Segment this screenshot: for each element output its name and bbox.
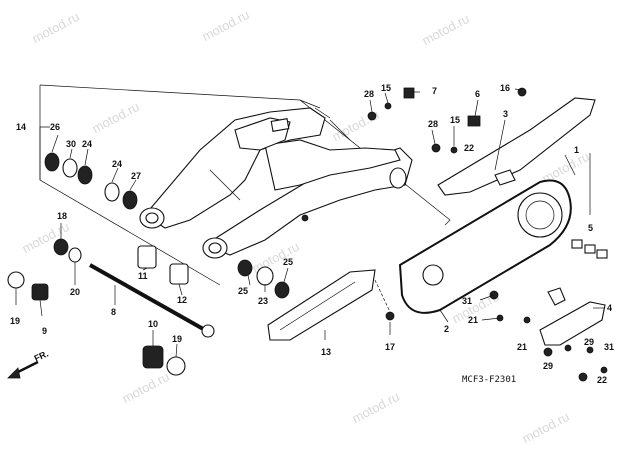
- callout-19: 19: [172, 334, 183, 344]
- callout-2: 2: [444, 324, 450, 334]
- swingarm: [139, 107, 413, 259]
- diagram-code: MCF3-F2301: [462, 375, 517, 385]
- callout-19: 19: [10, 316, 21, 326]
- callout-22: 22: [597, 375, 608, 385]
- callout-18: 18: [57, 211, 68, 221]
- pivot-bolt: [89, 263, 215, 338]
- callout-3: 3: [503, 109, 509, 119]
- sprocket-cover: [539, 287, 606, 346]
- callout-17: 17: [385, 342, 396, 352]
- callout-5: 5: [588, 223, 594, 233]
- callout-31: 31: [462, 296, 473, 306]
- callout-6: 6: [475, 89, 481, 99]
- callout-22: 22: [464, 143, 475, 153]
- callout-31: 31: [604, 342, 615, 352]
- chain-slider: [267, 269, 391, 341]
- callout-25: 25: [238, 286, 249, 296]
- callout-21: 21: [468, 315, 479, 325]
- front-arrow: [7, 360, 39, 379]
- callout-15: 15: [381, 83, 392, 93]
- callout-11: 11: [138, 271, 148, 281]
- callout-14: 14: [16, 122, 27, 132]
- callout-8: 8: [111, 307, 117, 317]
- callout-12: 12: [177, 295, 188, 305]
- callout-21: 21: [517, 342, 528, 352]
- callout-24: 24: [112, 159, 123, 169]
- chain-joint: [571, 239, 608, 259]
- callout-20: 20: [70, 287, 81, 297]
- callout-29: 29: [584, 337, 595, 347]
- drive-chain: [398, 179, 572, 314]
- leader-lines: [15, 88, 605, 358]
- callout-23: 23: [258, 296, 269, 306]
- callout-30: 30: [66, 139, 77, 149]
- callout-28: 28: [428, 119, 439, 129]
- callout-27: 27: [131, 171, 142, 181]
- callout-29: 29: [543, 361, 554, 371]
- callout-15: 15: [450, 115, 461, 125]
- callout-25: 25: [283, 257, 294, 267]
- callout-10: 10: [148, 319, 159, 329]
- callout-9: 9: [42, 326, 48, 336]
- callout-1: 1: [574, 145, 580, 155]
- bearing-stack-left: [44, 152, 138, 210]
- callout-16: 16: [500, 83, 511, 93]
- callout-4: 4: [607, 303, 613, 313]
- callout-26: 26: [50, 122, 61, 132]
- chain-case: [437, 97, 596, 196]
- callout-28: 28: [364, 89, 375, 99]
- callout-7: 7: [432, 86, 438, 96]
- callout-13: 13: [321, 347, 332, 357]
- callout-24: 24: [82, 139, 93, 149]
